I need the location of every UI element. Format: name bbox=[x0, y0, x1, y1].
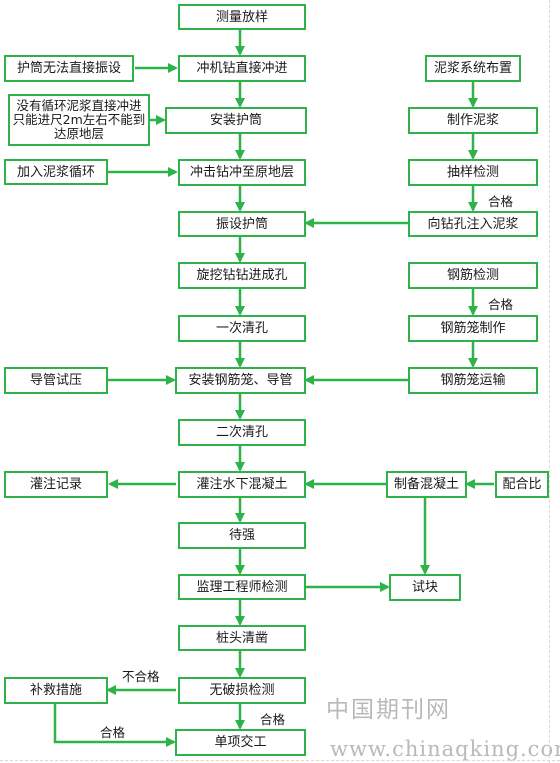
node-nondestructive-test: 无破损检测 bbox=[178, 677, 306, 704]
node-impact-drill-direct-label: 冲机钻直接冲进 bbox=[196, 61, 288, 76]
node-survey: 测量放样 bbox=[178, 4, 306, 30]
node-supervisor-test-label: 监理工程师检测 bbox=[196, 579, 288, 595]
node-pour-record-label: 灌注记录 bbox=[29, 477, 82, 492]
node-vibro-casing: 振设护筒 bbox=[178, 211, 306, 237]
node-inject-mud: 向钻孔注入泥浆 bbox=[408, 211, 538, 237]
node-supervisor-test: 监理工程师检测 bbox=[178, 574, 306, 600]
node-rebar-test: 钢筋检测 bbox=[408, 262, 538, 289]
node-cage-making: 钢筋笼制作 bbox=[408, 315, 538, 342]
node-impact-drill-original: 冲击钻冲至原地层 bbox=[178, 159, 306, 186]
node-impact-drill-direct: 冲机钻直接冲进 bbox=[178, 55, 306, 82]
frame-right-edge bbox=[549, 0, 550, 763]
node-add-mud-circulation-label: 加入泥浆循环 bbox=[16, 164, 95, 180]
node-survey-label: 测量放样 bbox=[215, 9, 268, 25]
node-mud-system: 泥浆系统布置 bbox=[425, 55, 521, 82]
edge-label-pass-sample: 合格 bbox=[488, 194, 514, 209]
node-second-cleaning: 二次清孔 bbox=[178, 419, 306, 446]
node-mix-ratio-label: 配合比 bbox=[502, 477, 542, 492]
node-rotary-drill: 旋挖钻钻进成孔 bbox=[178, 262, 306, 289]
node-casing-not-vibro: 护筒无法直接振设 bbox=[4, 55, 134, 82]
node-no-circulation-note-label: 没有循环泥浆直接冲进只能进尺2m左右不能到达原地层 bbox=[12, 98, 146, 141]
node-test-block: 试块 bbox=[389, 574, 461, 601]
node-curing-label: 待强 bbox=[228, 528, 255, 543]
node-pile-head-clean: 桩头清凿 bbox=[178, 625, 306, 651]
node-install-casing-label: 安装护筒 bbox=[209, 113, 262, 128]
node-inject-mud-label: 向钻孔注入泥浆 bbox=[427, 216, 519, 232]
node-sample-test: 抽样检测 bbox=[408, 159, 538, 186]
node-pour-concrete-label: 灌注水下混凝土 bbox=[196, 477, 288, 492]
node-pour-concrete: 灌注水下混凝土 bbox=[178, 471, 306, 498]
node-test-block-label: 试块 bbox=[411, 580, 438, 595]
node-second-cleaning-label: 二次清孔 bbox=[215, 425, 268, 440]
node-pipe-pressure-test-label: 导管试压 bbox=[29, 373, 82, 388]
node-rotary-drill-label: 旋挖钻钻进成孔 bbox=[196, 268, 288, 283]
node-cage-making-label: 钢筋笼制作 bbox=[440, 321, 506, 336]
node-remedy: 补救措施 bbox=[4, 677, 108, 704]
node-cage-transport: 钢筋笼运输 bbox=[408, 367, 538, 394]
node-pipe-pressure-test: 导管试压 bbox=[4, 367, 108, 394]
node-prepare-concrete-label: 制备混凝土 bbox=[393, 477, 459, 492]
node-make-mud: 制作泥浆 bbox=[408, 107, 538, 134]
node-pour-record: 灌注记录 bbox=[4, 471, 108, 498]
node-casing-not-vibro-label: 护筒无法直接振设 bbox=[16, 61, 121, 76]
node-mix-ratio: 配合比 bbox=[495, 471, 549, 498]
edge-label-fail: 不合格 bbox=[122, 669, 160, 684]
node-remedy-label: 补救措施 bbox=[29, 683, 82, 698]
node-install-casing: 安装护筒 bbox=[165, 107, 307, 134]
watermark-cn: 中国期刊网 bbox=[326, 697, 451, 723]
node-nondestructive-test-label: 无破损检测 bbox=[209, 683, 275, 698]
node-prepare-concrete: 制备混凝土 bbox=[386, 471, 467, 498]
node-first-cleaning: 一次清孔 bbox=[178, 315, 306, 342]
node-impact-drill-original-label: 冲击钻冲至原地层 bbox=[189, 165, 294, 180]
frame-bottom-edge bbox=[0, 760, 560, 761]
edge-label-pass-rebar: 合格 bbox=[488, 297, 514, 312]
watermark-url: www.chinaqking.com bbox=[330, 737, 560, 761]
node-pile-head-clean-label: 桩头清凿 bbox=[215, 630, 268, 646]
node-make-mud-label: 制作泥浆 bbox=[446, 113, 499, 128]
node-cage-transport-label: 钢筋笼运输 bbox=[440, 373, 506, 388]
node-sample-test-label: 抽样检测 bbox=[446, 165, 499, 180]
edge-remedy-accept bbox=[53, 704, 176, 747]
edge-label-pass-ndt: 合格 bbox=[260, 712, 286, 727]
node-vibro-casing-label: 振设护筒 bbox=[215, 216, 268, 232]
node-acceptance: 单项交工 bbox=[175, 729, 306, 756]
node-no-circulation-note: 没有循环泥浆直接冲进只能进尺2m左右不能到达原地层 bbox=[8, 94, 150, 146]
node-curing: 待强 bbox=[178, 522, 306, 549]
node-mud-system-label: 泥浆系统布置 bbox=[433, 61, 512, 76]
node-add-mud-circulation: 加入泥浆循环 bbox=[4, 159, 108, 185]
node-rebar-test-label: 钢筋检测 bbox=[446, 268, 499, 283]
node-acceptance-label: 单项交工 bbox=[214, 735, 267, 750]
node-install-cage-pipe-label: 安装钢筋笼、导管 bbox=[188, 373, 293, 388]
edge-label-pass-remedy: 合格 bbox=[100, 725, 126, 740]
node-install-cage-pipe: 安装钢筋笼、导管 bbox=[175, 367, 306, 394]
node-first-cleaning-label: 一次清孔 bbox=[215, 321, 268, 336]
